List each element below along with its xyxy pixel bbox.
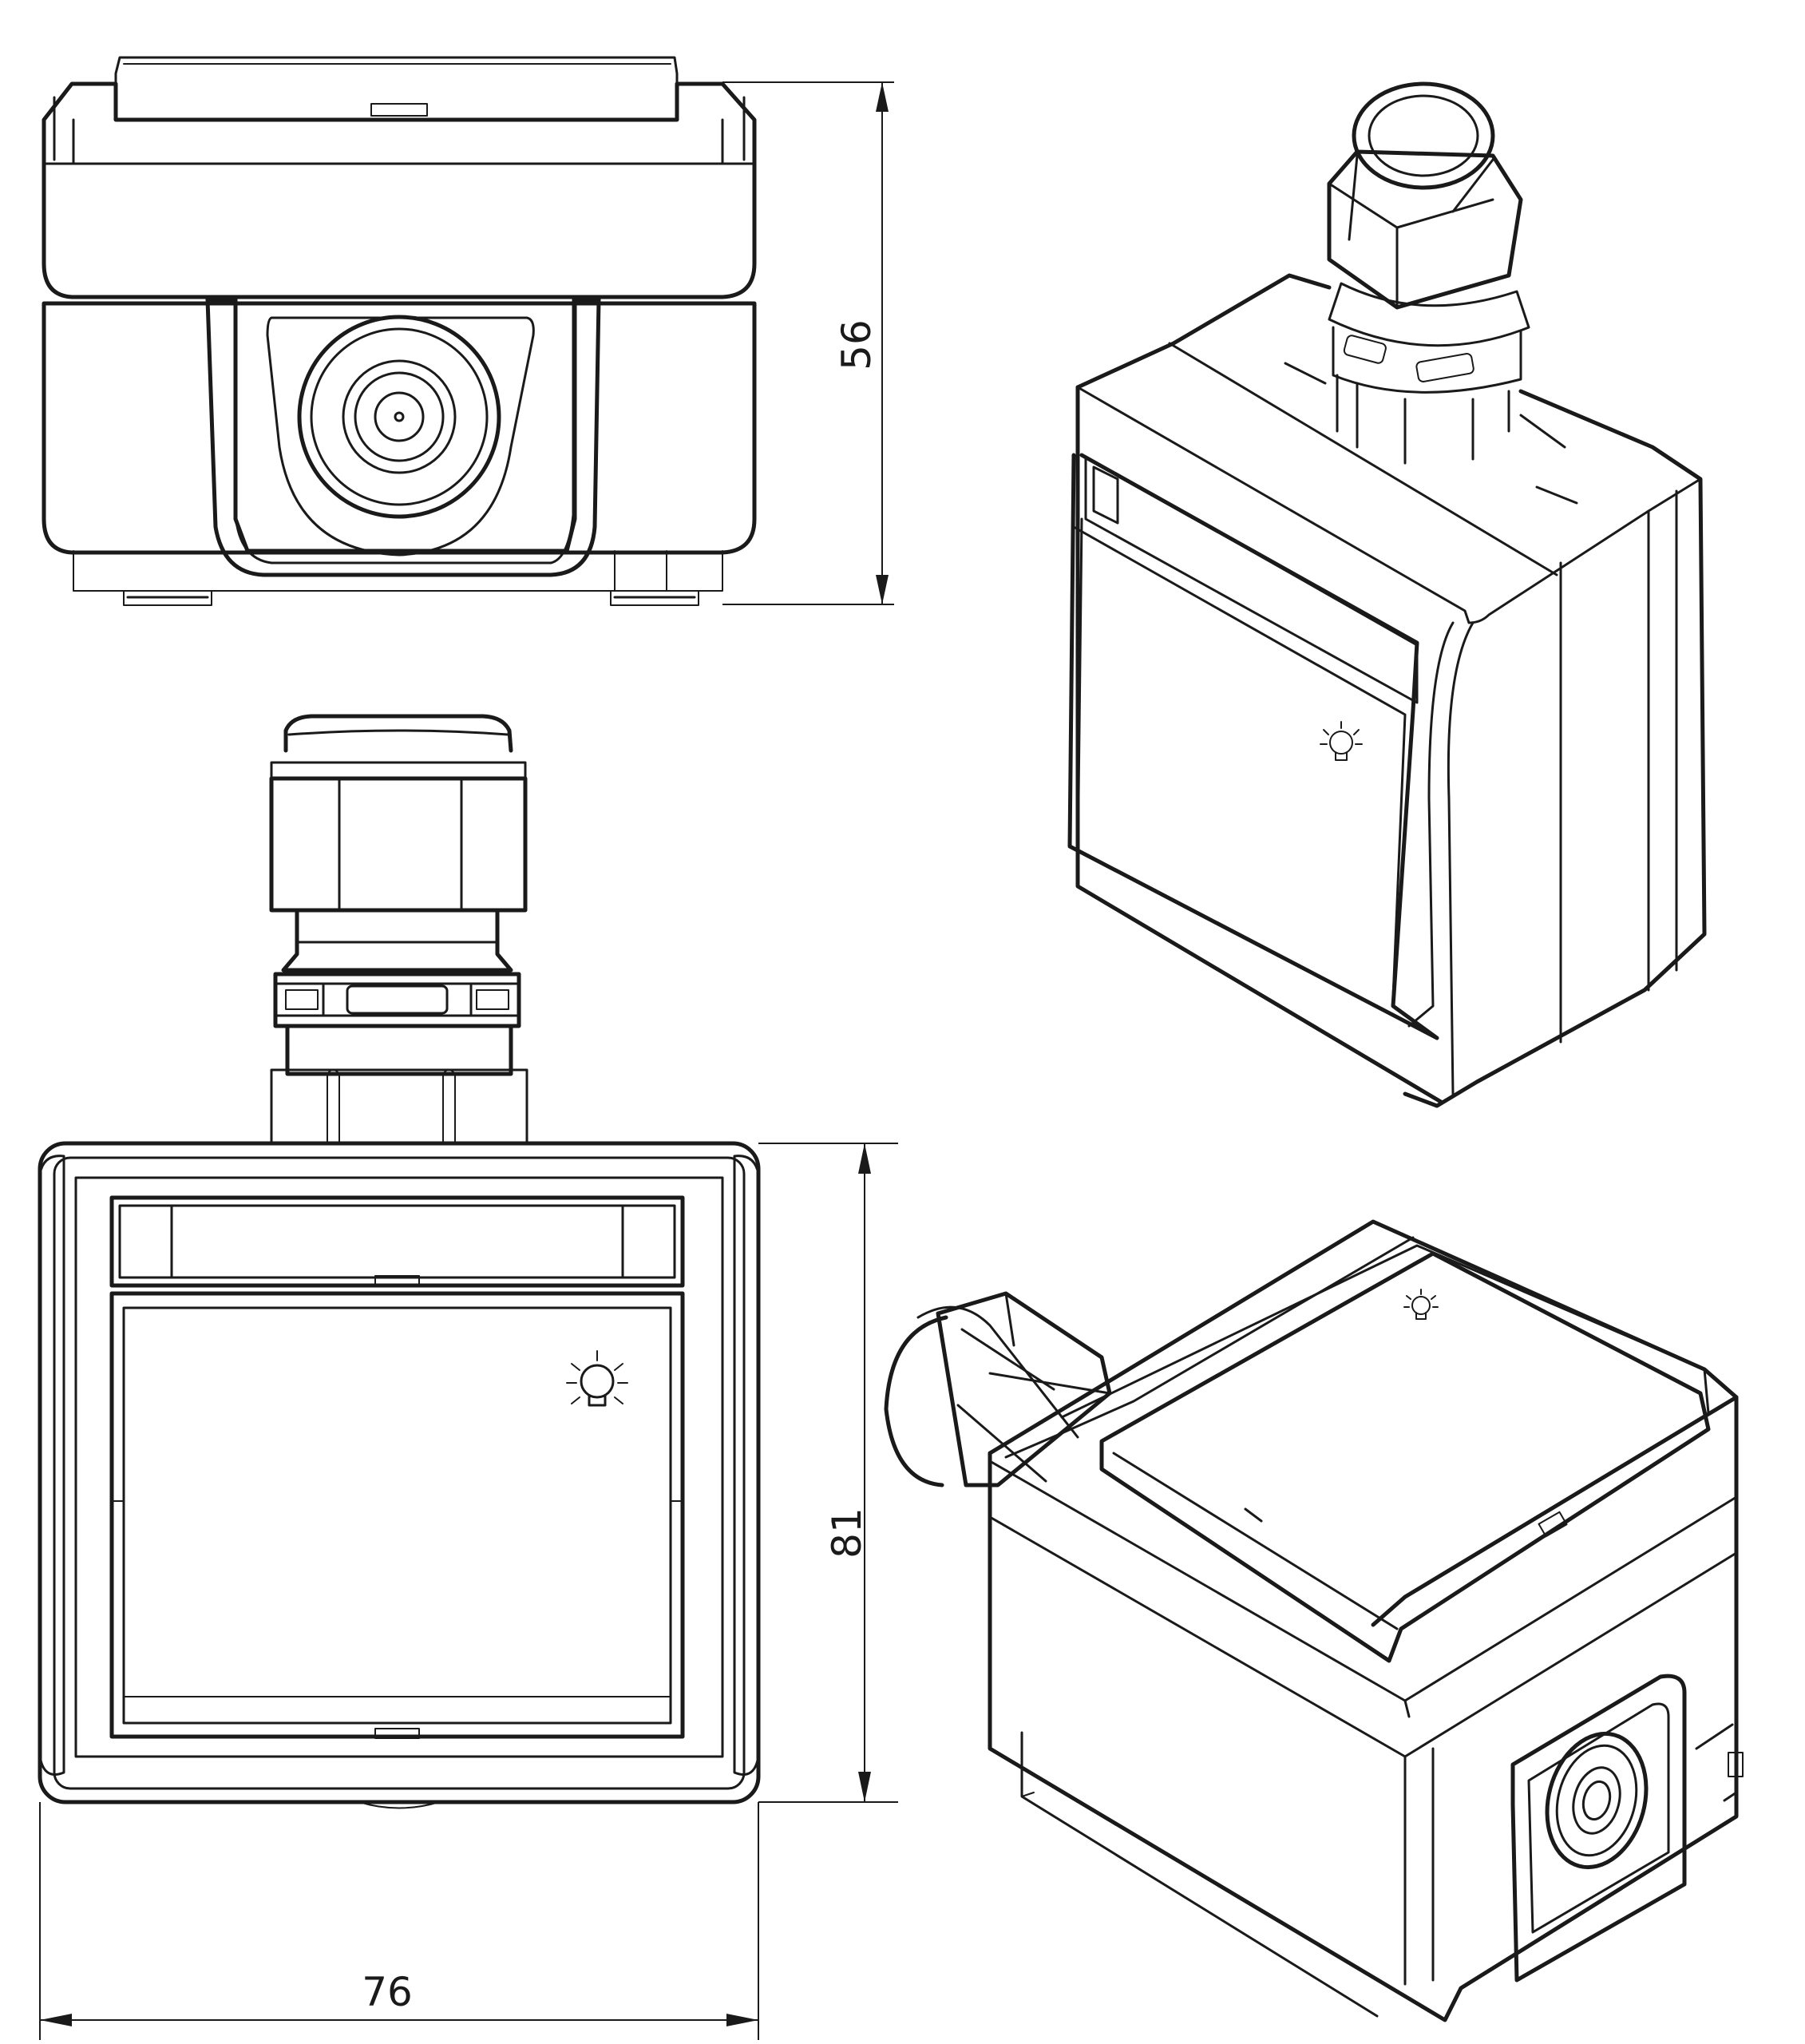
dimension-width-76: 76 [362,1969,413,2015]
cable-gland [269,714,528,1143]
light-bulb-icon-iso-bottom [1403,1289,1439,1320]
iso-view-top [1067,81,1707,1108]
dimension-height-56: 56 [833,319,880,370]
dimension-height-81: 81 [824,1507,870,1559]
end-view: 56 [42,56,894,606]
iso-view-bottom [884,1219,1744,2022]
light-bulb-icon [566,1350,628,1407]
front-view: 81 76 [38,714,898,2040]
light-bulb-icon-iso-top [1320,721,1363,761]
